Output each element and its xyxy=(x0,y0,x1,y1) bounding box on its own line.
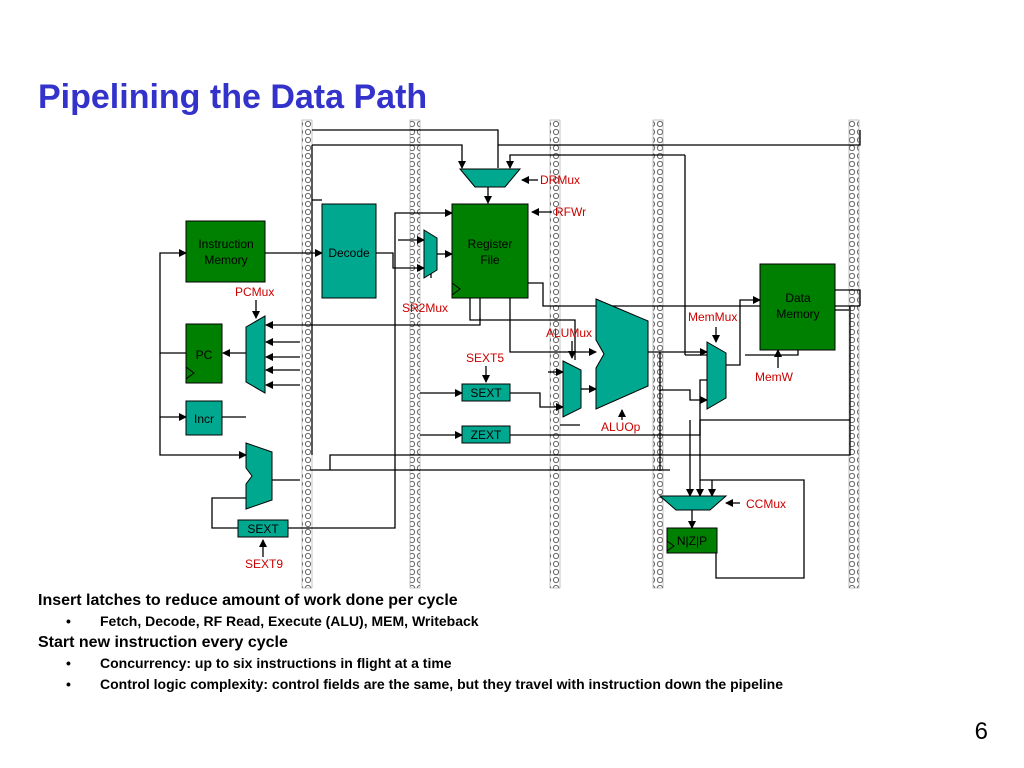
pcmux-mux xyxy=(245,315,266,394)
pipeline-latches xyxy=(301,119,860,589)
muxes xyxy=(245,168,728,511)
pipeline-latch-rr-ex xyxy=(549,119,561,589)
instruction-memory-label-1: Instruction xyxy=(198,237,253,251)
drmux-label: DRMux xyxy=(540,173,580,187)
decode-label: Decode xyxy=(328,246,370,260)
instruction-memory-label-2: Memory xyxy=(204,253,247,267)
incr-block: Incr xyxy=(185,400,223,436)
nzp-register-block: N|Z|P xyxy=(666,527,718,554)
pc-adder xyxy=(245,442,273,510)
control-signal-labels: DRMux RFWr PCMux SR2Mux ALUMux SEXT5 ALU… xyxy=(235,173,794,571)
zext-label: ZEXT xyxy=(471,428,502,442)
alu xyxy=(595,298,649,410)
data-memory-block: Data Memory xyxy=(759,263,836,351)
memmux-mux xyxy=(706,341,727,410)
sext-pc-label: SEXT xyxy=(247,522,279,536)
sr2mux-label: SR2Mux xyxy=(402,301,448,315)
memw-label: MemW xyxy=(755,370,794,384)
data-memory-label-2: Memory xyxy=(776,307,819,321)
pipeline-latch-id-rr xyxy=(409,119,421,589)
register-file-label-1: Register xyxy=(468,237,513,251)
register-file-label-2: File xyxy=(480,253,500,267)
sext5-label: SEXT5 xyxy=(466,351,504,365)
pipeline-latch-if-id xyxy=(301,119,313,589)
bullet-dot-icon: • xyxy=(66,613,71,629)
pipeline-latch-ex-mem xyxy=(652,119,664,589)
sext-alu-label: SEXT xyxy=(470,386,502,400)
drmux-mux xyxy=(458,168,522,188)
bullet-subitem-stages: • Fetch, Decode, RF Read, Execute (ALU), … xyxy=(66,613,998,629)
slide-title: Pipelining the Data Path xyxy=(38,78,428,116)
bullet-item-latches: Insert latches to reduce amount of work … xyxy=(38,592,458,609)
sext-alu-block: SEXT xyxy=(461,383,511,402)
bullet-subitem-control-logic: • Control logic complexity: control field… xyxy=(66,676,998,692)
aluop-label: ALUOp xyxy=(601,420,641,434)
bullet-subitem-concurrency: • Concurrency: up to six instructions in … xyxy=(66,655,998,671)
memmux-label: MemMux xyxy=(688,310,737,324)
pc-label: PC xyxy=(196,348,213,362)
zext-block: ZEXT xyxy=(461,425,511,444)
nzp-label: N|Z|P xyxy=(677,534,707,548)
sr2mux-mux xyxy=(423,229,438,279)
sext9-label: SEXT9 xyxy=(245,557,283,571)
register-file-block: Register File xyxy=(451,203,529,299)
rfwr-label: RFWr xyxy=(555,205,586,219)
pcmux-label: PCMux xyxy=(235,285,274,299)
instruction-memory-block: Instruction Memory xyxy=(185,220,266,283)
bullet-list: Insert latches to reduce amount of work … xyxy=(38,592,998,697)
bullet-item-new-instruction: Start new instruction every cycle xyxy=(38,634,288,651)
bullet-dot-icon: • xyxy=(66,655,71,671)
alumux-label: ALUMux xyxy=(546,326,592,340)
bullet-dot-icon: • xyxy=(66,676,71,692)
ccmux-mux xyxy=(658,495,728,511)
incr-label: Incr xyxy=(194,412,214,426)
page-number: 6 xyxy=(974,718,988,745)
alumux-mux xyxy=(562,360,582,418)
wires xyxy=(159,129,861,579)
bullet-subitem-stages-text: Fetch, Decode, RF Read, Execute (ALU), M… xyxy=(100,613,479,629)
ccmux-label: CCMux xyxy=(746,497,786,511)
pipeline-latch-mem-wb xyxy=(848,119,860,589)
pc-register-block: PC xyxy=(185,323,223,384)
sext-pc-block: SEXT xyxy=(237,519,289,538)
datapath-diagram: Instruction Memory Decode Register File … xyxy=(159,119,861,589)
data-memory-label-1: Data xyxy=(785,291,811,305)
bullet-subitem-concurrency-text: Concurrency: up to six instructions in f… xyxy=(100,655,452,671)
bullet-subitem-control-logic-text: Control logic complexity: control fields… xyxy=(100,676,783,692)
decode-block: Decode xyxy=(321,203,377,299)
